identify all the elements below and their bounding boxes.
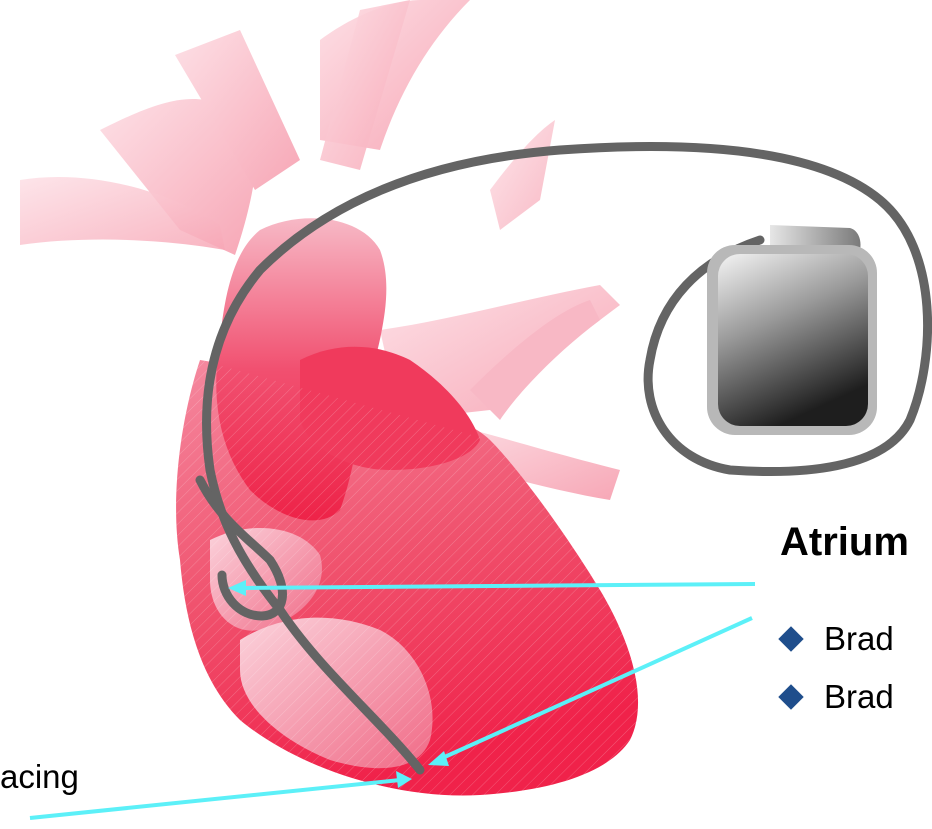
diamond-bullet-icon <box>778 684 803 709</box>
diamond-bullet-icon <box>778 626 803 651</box>
pacing-arrow <box>30 780 400 818</box>
pacemaker-generator-icon <box>707 225 877 435</box>
bullet-item: Brad <box>782 620 894 658</box>
bullet-text: Brad <box>824 620 894 658</box>
bullet-item: Brad <box>782 678 894 716</box>
pacing-label: acing <box>0 758 79 796</box>
bullet-text: Brad <box>824 678 894 716</box>
atrium-heading: Atrium <box>780 520 909 565</box>
